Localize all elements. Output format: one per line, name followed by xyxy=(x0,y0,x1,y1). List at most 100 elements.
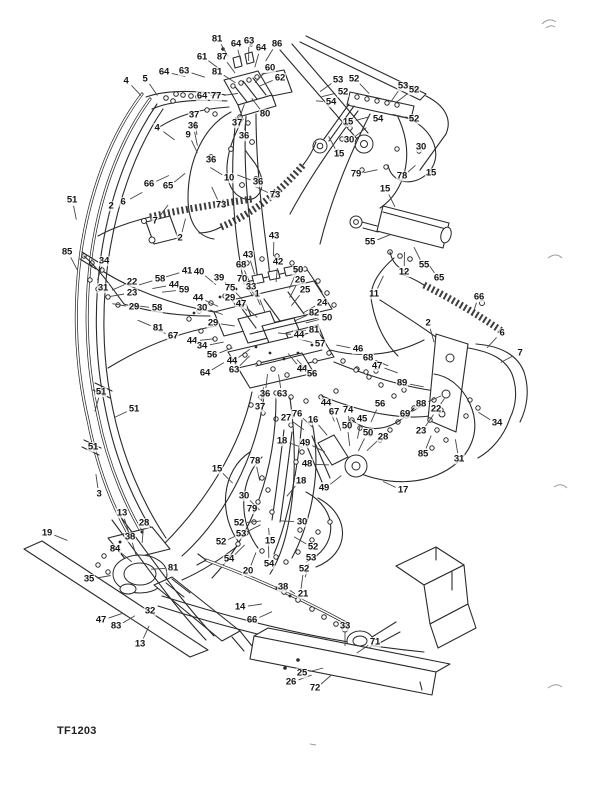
leader-line xyxy=(277,332,292,335)
lower-right-fittings xyxy=(349,387,417,443)
leader-line xyxy=(129,192,143,200)
leader-line xyxy=(211,362,225,371)
leader-line xyxy=(159,204,169,217)
leader-line xyxy=(165,272,180,278)
leader-line xyxy=(210,167,223,176)
leader-line xyxy=(137,319,151,327)
leader-line xyxy=(336,417,342,432)
leader-line xyxy=(237,174,251,181)
leader-line xyxy=(220,323,235,327)
leader-line xyxy=(219,347,233,354)
leader-line xyxy=(363,169,378,174)
leader-line xyxy=(237,49,242,64)
leader-line xyxy=(234,544,245,556)
leader-line xyxy=(355,127,367,137)
leader-line xyxy=(191,72,206,78)
leader-line xyxy=(314,463,330,466)
leader-line xyxy=(289,442,303,449)
leader-line xyxy=(106,211,110,226)
leader-line xyxy=(454,439,459,454)
leader-line xyxy=(149,83,158,96)
leader-line xyxy=(292,421,305,431)
damper-cylinder xyxy=(293,434,368,483)
leader-line xyxy=(328,408,335,422)
leader-line xyxy=(377,234,391,241)
leader-line xyxy=(429,328,435,343)
leader-line xyxy=(304,563,310,578)
leader-line xyxy=(384,367,398,374)
leader-line xyxy=(275,267,278,282)
leader-line xyxy=(247,603,262,607)
leader-line xyxy=(407,164,416,173)
leader-line xyxy=(122,615,136,624)
leader-line xyxy=(302,417,314,429)
leader-line xyxy=(249,260,255,275)
hydraulic-cylinder-right xyxy=(349,205,452,273)
leader-line xyxy=(279,520,295,523)
l-bracket-box xyxy=(346,546,477,652)
leader-line xyxy=(156,175,170,182)
leader-line xyxy=(328,136,336,149)
leader-line xyxy=(162,290,177,293)
leader-line xyxy=(293,315,307,322)
leader-line xyxy=(425,435,432,449)
leader-line xyxy=(205,300,219,307)
leader-line xyxy=(108,613,122,619)
leader-line xyxy=(268,527,270,536)
leader-line xyxy=(223,93,238,96)
leader-line xyxy=(250,552,257,566)
leader-line xyxy=(152,285,167,290)
leader-line xyxy=(315,100,324,102)
leader-line xyxy=(300,574,304,589)
leader-line xyxy=(312,445,325,453)
lower-hose-loops xyxy=(181,429,343,581)
leader-line xyxy=(209,93,224,96)
leader-line xyxy=(131,542,137,557)
leader-line xyxy=(321,92,336,98)
leader-line xyxy=(204,275,217,286)
leader-line xyxy=(259,299,266,313)
leader-line xyxy=(286,485,297,497)
leader-line xyxy=(254,72,265,84)
leader-line xyxy=(256,466,261,481)
leader-line xyxy=(440,398,445,405)
leader-line xyxy=(396,93,408,103)
leader-line xyxy=(319,83,332,92)
leader-line xyxy=(194,131,198,146)
leader-line xyxy=(97,266,103,281)
leader-line xyxy=(123,518,130,533)
leader-line xyxy=(265,374,268,389)
leader-line xyxy=(471,302,477,317)
leader-line xyxy=(317,424,328,436)
leader-line xyxy=(152,327,166,335)
hose-17-loop xyxy=(351,373,476,483)
top-valve-block xyxy=(221,43,293,117)
leader-line xyxy=(208,60,220,70)
leader-line xyxy=(247,524,261,532)
leader-line xyxy=(224,281,235,293)
leader-line xyxy=(199,338,214,341)
leader-line xyxy=(413,246,421,260)
leader-line xyxy=(428,395,442,403)
leader-line xyxy=(289,589,296,595)
leader-line xyxy=(70,257,78,270)
pump-assembly xyxy=(23,515,425,665)
leader-line xyxy=(291,294,301,306)
leader-line xyxy=(111,284,125,291)
leader-line xyxy=(370,409,378,423)
leader-line xyxy=(500,355,514,363)
leader-line xyxy=(150,567,166,570)
leader-line xyxy=(171,72,186,78)
leader-line xyxy=(94,397,100,412)
leader-line xyxy=(388,194,396,208)
leader-line xyxy=(135,305,150,308)
leader-line xyxy=(251,98,261,110)
leader-line xyxy=(375,359,389,367)
leader-line xyxy=(110,293,125,297)
leader-line xyxy=(478,411,491,421)
leader-line xyxy=(392,113,407,119)
leader-line xyxy=(209,341,224,346)
leader-line xyxy=(238,348,251,358)
leader-line xyxy=(191,140,198,153)
leader-line xyxy=(348,415,351,430)
